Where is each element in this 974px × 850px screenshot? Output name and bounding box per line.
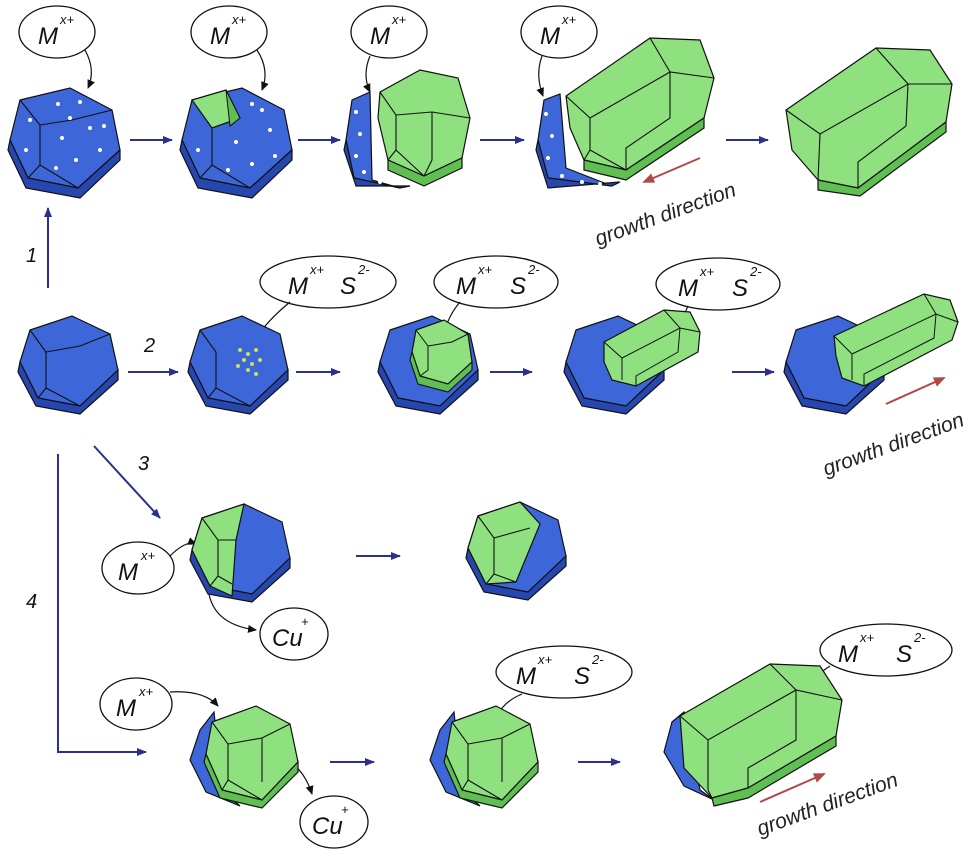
partially-exchanged-crystal: [343, 69, 471, 189]
copper-ion-bubble: Cu +: [239, 753, 369, 849]
copper-ion-bubble: Cu +: [207, 585, 329, 661]
metal-sulfide-bubble: M x+ S 2-: [433, 255, 559, 335]
metal-ion-bubble: M x+: [350, 5, 428, 93]
metal-sulfide-bubble: M x+ S 2-: [255, 255, 397, 339]
ion-symbol: M: [38, 23, 58, 50]
ion-symbol: M: [210, 23, 230, 50]
metal-ion-charge: x+: [309, 262, 325, 277]
blue-crystal-green-nucleus: [179, 87, 293, 199]
metal-ion-bubble: M x+: [190, 5, 269, 91]
blue-crystal-long-green-rod: [783, 293, 959, 415]
growth-direction-label: growth direction: [592, 178, 739, 250]
copper-charge: +: [341, 802, 349, 817]
sulfide-ion-symbol: S: [896, 641, 912, 668]
ion-symbol: M: [116, 695, 136, 722]
blue-crystal-small-green-cap: [377, 315, 479, 415]
metal-ion-charge: x+: [699, 264, 715, 279]
metal-sulfide-bubble: M x+ S 2-: [655, 257, 781, 341]
sulfide-ion-symbol: S: [732, 275, 748, 302]
ion-symbol: M: [370, 23, 390, 50]
green-shell-crystal: [429, 705, 539, 809]
metal-ion-charge: x+: [477, 262, 493, 277]
ion-charge: x+: [561, 12, 577, 27]
metal-ion-charge: x+: [859, 630, 875, 645]
growing-rod-crystal: [535, 37, 715, 189]
route-2-label: 2: [143, 335, 155, 357]
ion-charge: x+: [59, 12, 75, 27]
ion-symbol: M: [540, 23, 560, 50]
route-4-label: 4: [26, 591, 37, 613]
sulfide-ion-symbol: S: [340, 273, 356, 300]
metal-ion-symbol: M: [456, 273, 476, 300]
half-exchanged-crystal: [189, 503, 291, 603]
metal-ion-bubble: M x+: [101, 537, 197, 595]
large-green-rod-crystal: [663, 663, 843, 807]
growth-direction-label: growth direction: [820, 408, 967, 480]
ion-symbol: M: [118, 559, 138, 586]
metal-ion-charge: x+: [537, 652, 553, 667]
metal-ion-bubble: M x+: [520, 5, 598, 97]
route-1-label: 1: [26, 245, 37, 267]
ion-charge: x+: [231, 12, 247, 27]
blue-crystal-with-dots: [7, 87, 121, 199]
copper-symbol: Cu: [272, 625, 303, 652]
sulfide-ion-charge: 2-: [913, 630, 926, 645]
ion-charge: x+: [138, 684, 154, 699]
route-3-label: 3: [138, 453, 149, 475]
sulfide-ion-symbol: S: [574, 663, 590, 690]
ion-charge: x+: [391, 12, 407, 27]
blue-crystal-surface-nuclei: [187, 315, 289, 415]
metal-ion-symbol: M: [678, 275, 698, 302]
sulfide-ion-symbol: S: [510, 273, 526, 300]
metal-ion-bubble: M x+: [18, 5, 96, 89]
green-shell-crystal: [189, 705, 299, 809]
blue-crystal-green-rod: [563, 309, 701, 415]
metal-sulfide-bubble: M x+ S 2-: [802, 623, 953, 697]
mostly-exchanged-crystal: [465, 501, 567, 601]
copper-symbol: Cu: [312, 813, 343, 840]
sulfide-ion-charge: 2-: [591, 652, 604, 667]
metal-ion-bubble: M x+: [99, 677, 219, 731]
sulfide-ion-charge: 2-: [527, 262, 540, 277]
route-4-arrow: [57, 454, 147, 756]
route-3-arrow: [93, 445, 161, 519]
sulfide-ion-charge: 2-: [749, 264, 762, 279]
ion-charge: x+: [140, 548, 156, 563]
starting-blue-crystal: [17, 315, 119, 415]
metal-ion-symbol: M: [516, 663, 536, 690]
metal-sulfide-bubble: M x+ S 2-: [491, 645, 633, 727]
copper-charge: +: [301, 614, 309, 629]
metal-ion-symbol: M: [288, 273, 308, 300]
metal-ion-symbol: M: [838, 641, 858, 668]
sulfide-ion-charge: 2-: [357, 262, 370, 277]
full-green-rod-crystal: [785, 47, 953, 197]
